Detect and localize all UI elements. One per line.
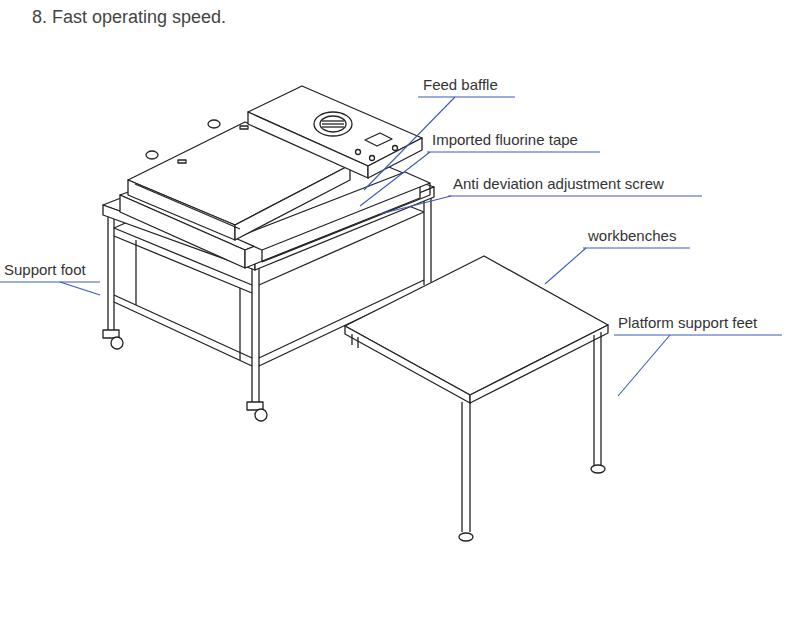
part-label: Anti deviation adjustment screw [453,175,664,192]
part-label: Platform support feet [618,314,757,331]
part-label: workbenches [588,227,676,244]
part-label: Imported fluorine tape [432,131,578,148]
heading-note: 8. Fast operating speed. [32,7,226,28]
part-label: Support foot [4,261,86,278]
part-label: Feed baffle [423,76,498,93]
